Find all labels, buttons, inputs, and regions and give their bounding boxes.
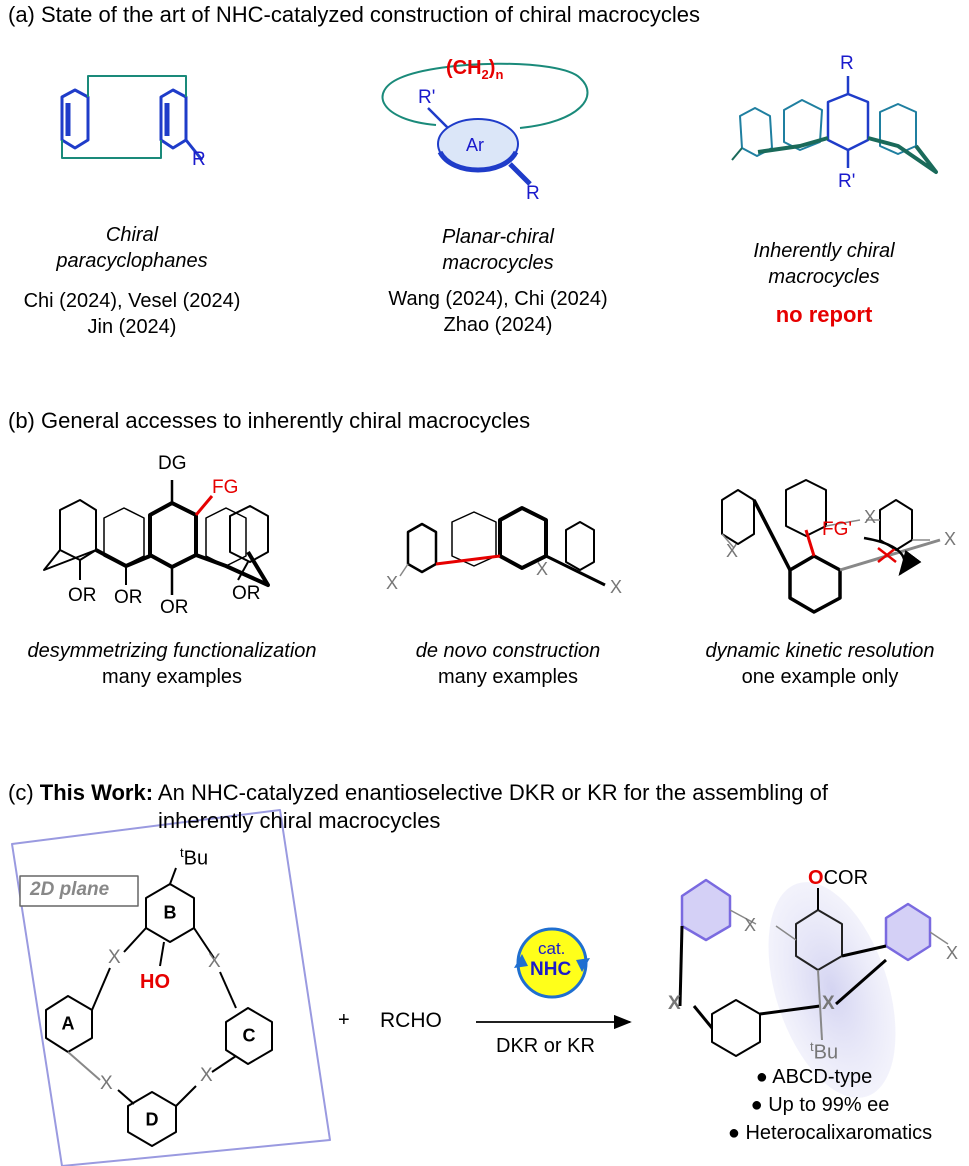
product-ocor-label: OCOR [808,867,869,889]
note-desymmetrizing: many examples [101,666,243,688]
note-dkr: one example only [741,666,899,688]
substrate-structure [11,809,331,1166]
catalyst-nhc-label: NHC [530,959,572,980]
reaction-arrow [476,927,632,1030]
refs-paracyclophanes-line1: Chi (2024), Vesel (2024) [23,290,241,312]
ring-b-label: B [163,902,177,923]
substrate-x-label-2: X [208,951,221,972]
caption-paracyclophanes-line2: paracyclophanes [56,250,208,272]
ring-d-label: D [145,1109,159,1130]
planar-r-label: R [526,183,540,204]
caption-planar-line1: Planar-chiral [442,226,554,248]
caption-planar-line2: macrocycles [442,252,554,274]
product-x-label-3: X [822,993,835,1014]
condition-label: DKR or KR [496,1035,595,1057]
fg-prime-label: FG' [822,519,853,540]
section-c-heading: (c) This Work: An NHC-catalyzed enantios… [8,780,829,805]
ring-a-label: A [61,1013,75,1034]
dkr-x-label-3: X [726,541,739,561]
note-denovo: many examples [437,666,579,688]
dg-label: DG [158,453,187,474]
product-x-label-1: X [744,915,757,935]
ar-ring-label: Ar [466,135,484,155]
feature-heterocalix: ● Heterocalixaromatics [727,1122,933,1144]
product-x-label-4: X [946,943,959,963]
feature-ee: ● Up to 99% ee [750,1094,890,1116]
substrate-x-label-1: X [108,947,121,968]
inherently-chiral-structure [731,76,938,174]
no-report-label: no report [775,302,873,327]
2d-plane-label: 2D plane [30,879,110,900]
denovo-x-label-2: X [536,559,549,579]
denovo-x-label-3: X [610,577,623,597]
refs-planar-line1: Wang (2024), Chi (2024) [388,288,608,310]
chain-label: (CH2)n [446,57,504,82]
or-label-4: OR [232,583,261,604]
section-b-heading: (b) General accesses to inherently chira… [8,408,531,433]
caption-dkr: dynamic kinetic resolution [705,640,935,662]
plus-sign: + [338,1009,350,1031]
feature-abcd: ● ABCD-type [755,1066,873,1088]
planar-r-prime-label: R' [418,87,436,108]
ring-c-label: C [242,1025,256,1046]
refs-planar-line2: Zhao (2024) [443,314,553,336]
caption-inherent-line2: macrocycles [768,266,880,288]
section-c-heading-line2: inherently chiral macrocycles [158,808,441,833]
inherent-r-label: R [840,53,854,74]
section-a-heading: (a) State of the art of NHC-catalyzed co… [8,2,701,27]
refs-paracyclophanes-line2: Jin (2024) [87,316,177,338]
or-label-1: OR [68,585,97,606]
dkr-structure [721,479,941,614]
or-label-2: OR [114,587,143,608]
tbu-label: tBu [180,845,209,870]
substrate-x-label-4: X [200,1065,213,1086]
or-label-3: OR [160,597,189,618]
denovo-x-label-1: X [386,573,399,593]
caption-denovo: de novo construction [415,640,601,662]
de-novo-structure [399,506,606,587]
caption-paracyclophanes-line1: Chiral [105,224,159,246]
paracyclophane-r-label: R [192,149,206,170]
substrate-x-label-3: X [100,1073,113,1094]
product-x-label-2: X [668,993,681,1014]
dkr-x-label-2: X [944,529,957,549]
dkr-x-label-1: X [864,507,877,527]
caption-inherent-line1: Inherently chiral [753,240,895,262]
catalyst-cat-label: cat. [538,939,566,958]
caption-desymmetrizing: desymmetrizing functionalization [27,640,317,662]
fg-label: FG [212,477,239,498]
inherent-r-prime-label: R' [838,171,856,192]
product-tbu-label: tBu [810,1039,839,1064]
product-structure [678,878,949,1098]
rcho-label: RCHO [380,1009,442,1032]
desymmetrization-structure [43,480,270,595]
planar-chiral-structure [381,62,589,186]
ho-label: HO [140,971,170,993]
paracyclophane-structure [60,75,204,161]
